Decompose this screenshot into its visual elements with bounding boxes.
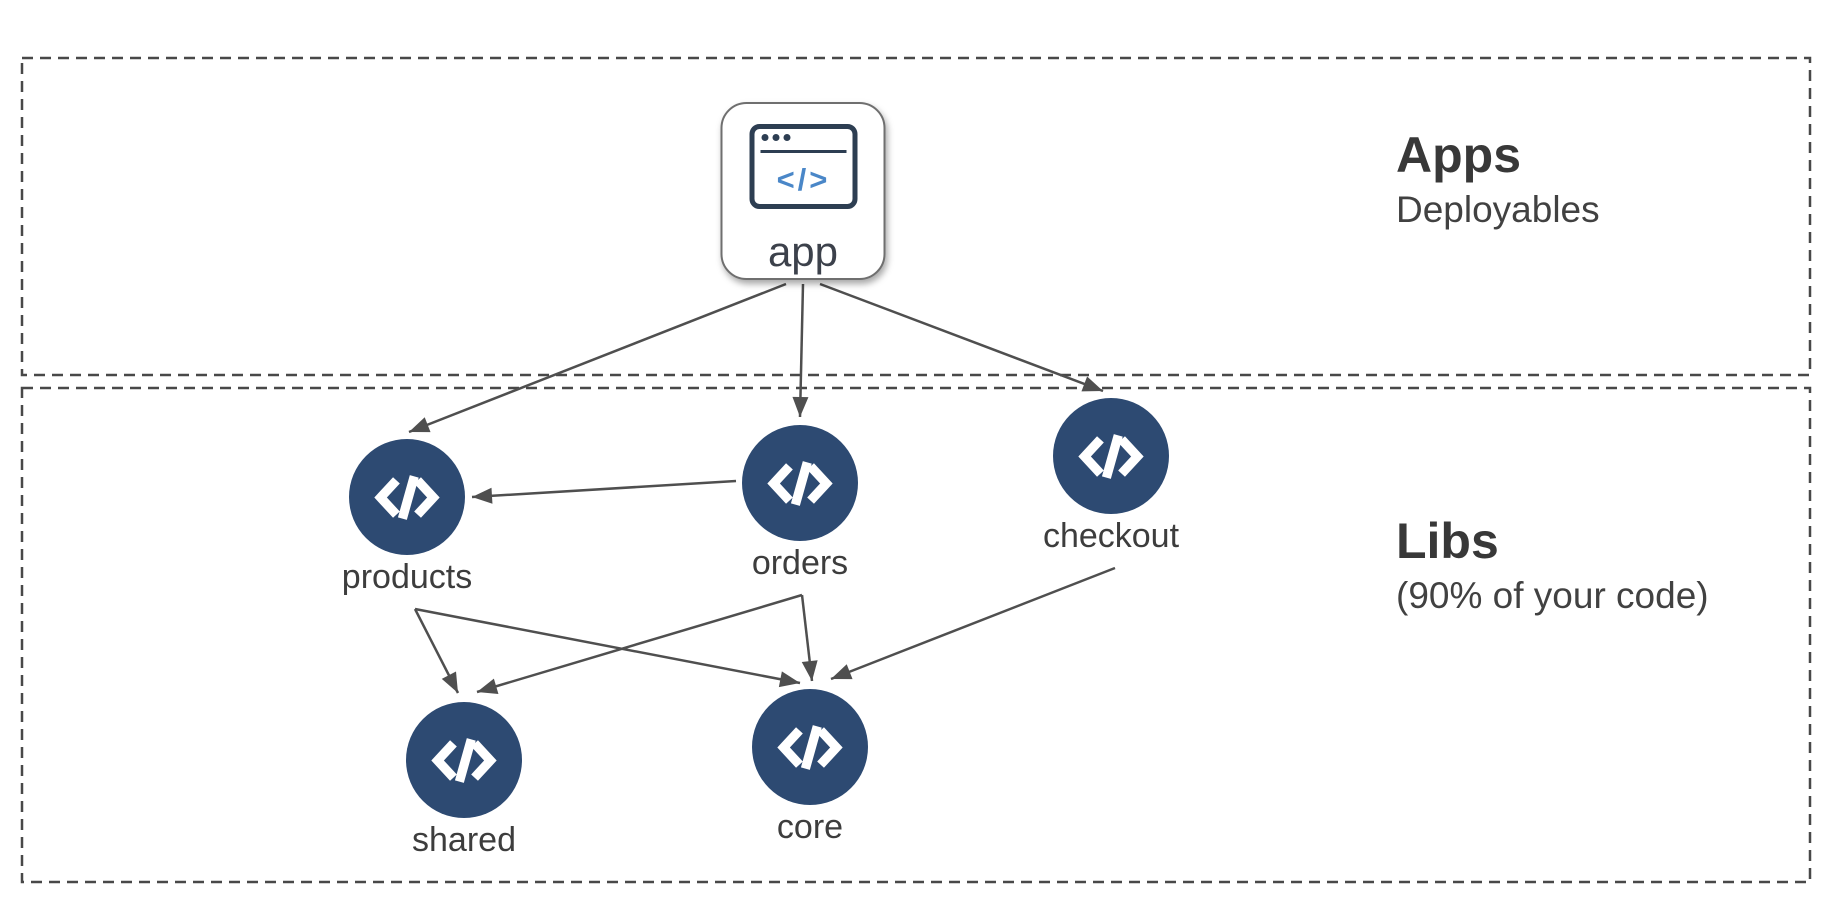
node-core [752,689,868,805]
node-shared [406,702,522,818]
libs-group-label: Libs (90% of your code) [1396,514,1709,619]
edge-products-shared [413,608,460,694]
edge-products-core [414,607,801,688]
apps-group-box [20,56,1812,377]
browser-window-icon: </> [749,124,858,209]
node-checkout [1053,398,1169,514]
libs-group-subtitle: (90% of your code) [1396,575,1709,616]
node-orders-label: orders [751,544,849,582]
browser-dot [772,134,780,141]
browser-separator [760,150,847,153]
edge-app-checkout [819,282,1104,393]
code-icon [374,474,440,520]
node-core-label: core [776,808,844,846]
node-products [349,439,465,555]
edge-orders-shared [476,593,803,694]
node-checkout-label: checkout [1042,517,1180,555]
node-orders [742,425,858,541]
edge-app-products [408,282,787,434]
code-icon [431,737,497,783]
browser-dot [761,134,769,141]
browser-dots [761,134,791,141]
apps-group-label: Apps Deployables [1396,128,1600,233]
libs-group-box [20,386,1812,884]
node-app: </> app [720,102,886,280]
code-icon [767,460,833,506]
edge-app-orders [792,283,809,418]
edge-orders-products [471,479,737,504]
apps-group-subtitle: Deployables [1396,189,1600,230]
edge-orders-core [800,594,818,682]
node-products-label: products [341,558,473,596]
code-icon [777,724,843,770]
apps-group-title: Apps [1396,127,1521,183]
node-shared-label: shared [412,821,516,859]
node-app-label: app [767,228,839,275]
browser-code-icon: </> [776,161,831,197]
code-icon [1078,433,1144,479]
browser-dot [783,134,791,141]
libs-group-title: Libs [1396,513,1499,569]
edge-checkout-core [830,566,1116,681]
